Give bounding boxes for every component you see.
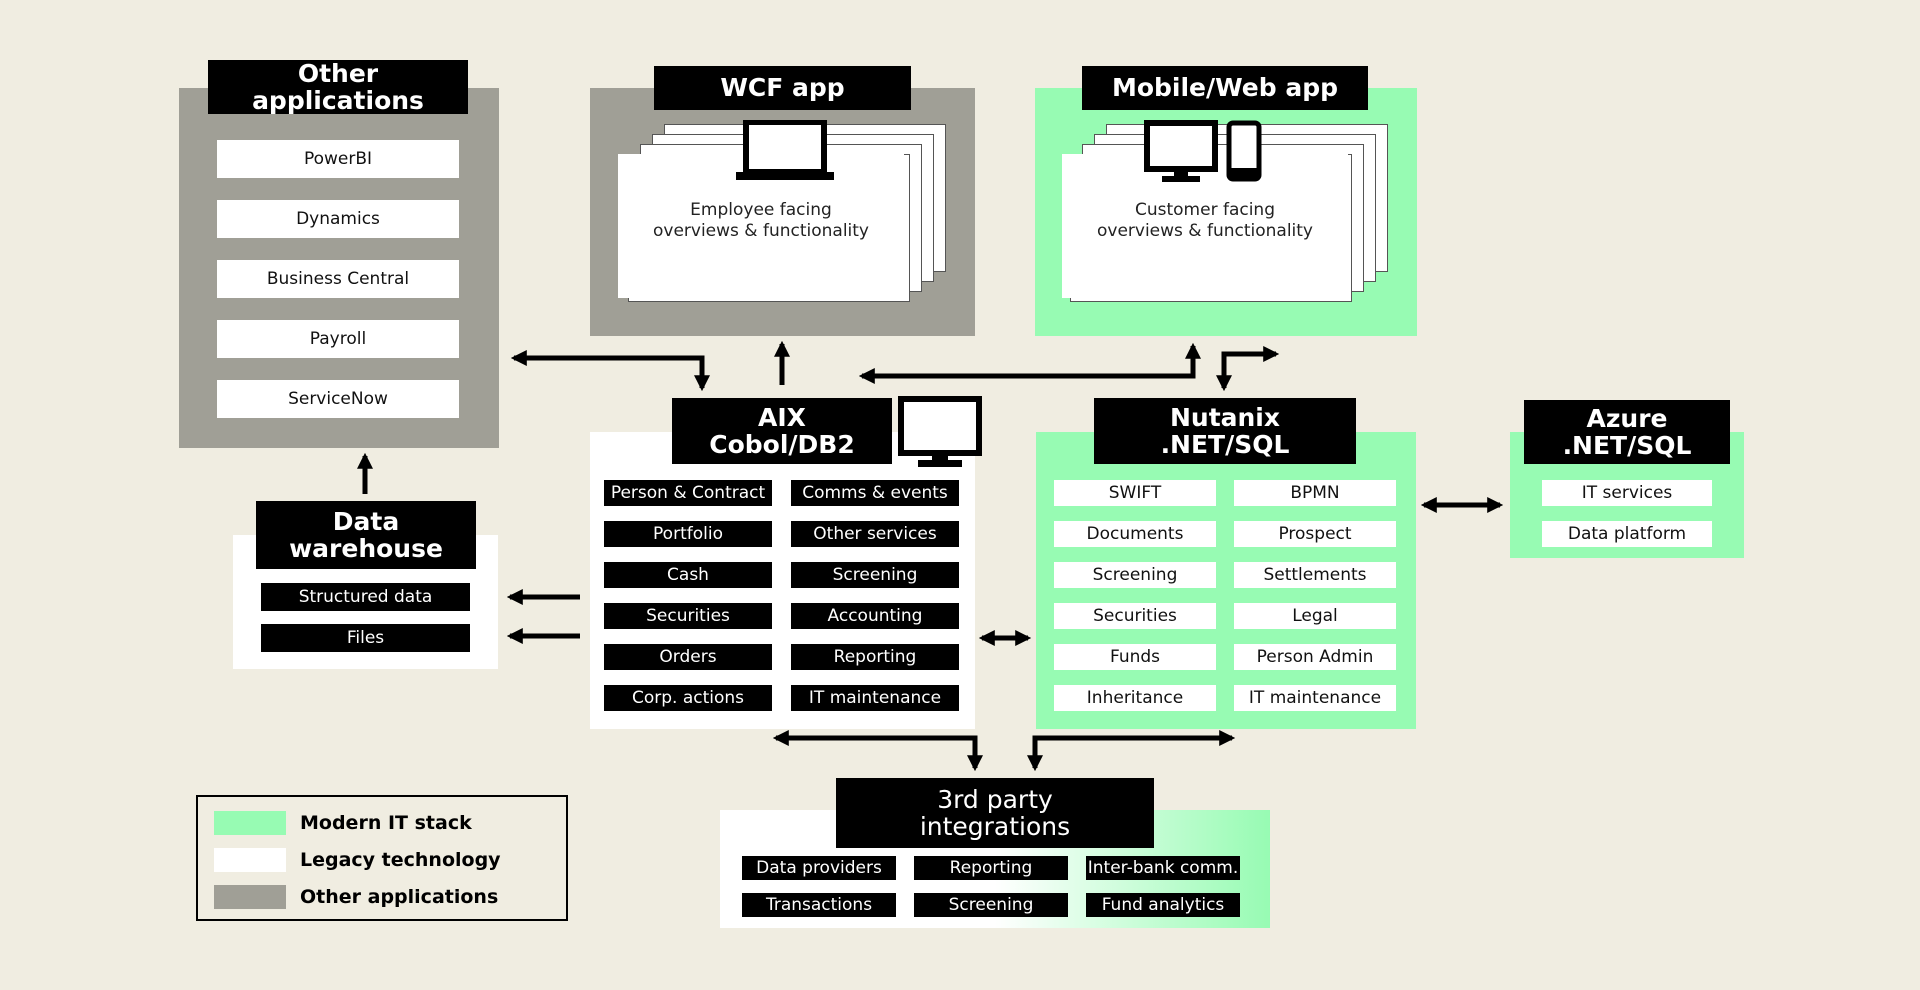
data-warehouse-title: Data warehouse — [256, 501, 476, 569]
smartphone-icon — [1226, 120, 1262, 182]
aix-item-reporting: Reporting — [791, 644, 959, 670]
aix-item-portfolio: Portfolio — [604, 521, 772, 547]
arrow-other-apps-aix — [510, 349, 711, 392]
aix-item-accounting: Accounting — [791, 603, 959, 629]
aix-item-corp-actions: Corp. actions — [604, 685, 772, 711]
nutanix-title: Nutanix .NET/SQL — [1094, 398, 1356, 464]
nutanix-item-person-admin: Person Admin — [1234, 644, 1396, 670]
third-party-item-reporting: Reporting — [914, 856, 1068, 880]
arrow-nutanix-third-party — [1026, 729, 1236, 772]
third-party-item-screening: Screening — [914, 893, 1068, 917]
desktop-monitor-icon — [736, 120, 834, 180]
legend-swatch-modern — [214, 811, 286, 835]
nutanix-item-inheritance: Inheritance — [1054, 685, 1216, 711]
nutanix-item-screening: Screening — [1054, 562, 1216, 588]
arrow-nutanix-mobile — [1215, 345, 1280, 392]
third-party-item-data-providers: Data providers — [742, 856, 896, 880]
third-party-item-fund-analytics: Fund analytics — [1086, 893, 1240, 917]
mobile-sheet-front — [1062, 154, 1348, 298]
legend-swatch-legacy — [214, 848, 286, 872]
wcf-app-title: WCF app — [654, 66, 911, 110]
aix-item-person-contract: Person & Contract — [604, 480, 772, 506]
aix-item-other-services: Other services — [791, 521, 959, 547]
nutanix-item-securities: Securities — [1054, 603, 1216, 629]
azure-title: Azure .NET/SQL — [1524, 400, 1730, 464]
other-app-business-central: Business Central — [217, 260, 459, 298]
nutanix-item-bpmn: BPMN — [1234, 480, 1396, 506]
other-app-dynamics: Dynamics — [217, 200, 459, 238]
third-party-item-transactions: Transactions — [742, 893, 896, 917]
arrow-aix-third-party — [772, 729, 984, 772]
nutanix-item-swift: SWIFT — [1054, 480, 1216, 506]
aix-item-cash: Cash — [604, 562, 772, 588]
azure-item-it-services: IT services — [1542, 480, 1712, 506]
mobile-web-app-title: Mobile/Web app — [1082, 66, 1368, 110]
other-app-servicenow: ServiceNow — [217, 380, 459, 418]
other-app-payroll: Payroll — [217, 320, 459, 358]
aix-item-comms-events: Comms & events — [791, 480, 959, 506]
legend-item-modern: Modern IT stack — [214, 811, 472, 835]
legend-label-other: Other applications — [300, 886, 499, 908]
wcf-description: Employee facing overviews & functionalit… — [652, 200, 869, 242]
nutanix-item-it-maintenance: IT maintenance — [1234, 685, 1396, 711]
legend-item-other: Other applications — [214, 885, 498, 909]
arrow-aix-mobile — [858, 342, 1202, 385]
aix-item-orders: Orders — [604, 644, 772, 670]
nutanix-item-documents: Documents — [1054, 521, 1216, 547]
aix-item-screening: Screening — [791, 562, 959, 588]
other-applications-title: Other applications — [208, 59, 468, 114]
mobile-description: Customer facing overviews & functionalit… — [1096, 200, 1313, 242]
desktop-monitor-icon — [1144, 120, 1218, 182]
aix-item-it-maintenance: IT maintenance — [791, 685, 959, 711]
nutanix-item-legal: Legal — [1234, 603, 1396, 629]
warehouse-item-structured-data: Structured data — [261, 583, 470, 611]
nutanix-item-settlements: Settlements — [1234, 562, 1396, 588]
third-party-item-inter-bank-comm: Inter-bank comm. — [1086, 856, 1240, 880]
legend-label-legacy: Legacy technology — [300, 849, 501, 871]
legend-swatch-other — [214, 885, 286, 909]
warehouse-item-files: Files — [261, 624, 470, 652]
other-app-powerbi: PowerBI — [217, 140, 459, 178]
nutanix-item-prospect: Prospect — [1234, 521, 1396, 547]
third-party-title: 3rd party integrations — [836, 778, 1154, 848]
nutanix-item-funds: Funds — [1054, 644, 1216, 670]
legend-item-legacy: Legacy technology — [214, 848, 501, 872]
legend: Modern IT stack Legacy technology Other … — [196, 795, 568, 921]
azure-item-data-platform: Data platform — [1542, 521, 1712, 547]
aix-item-securities: Securities — [604, 603, 772, 629]
legend-label-modern: Modern IT stack — [300, 812, 472, 834]
aix-title: AIX Cobol/DB2 — [672, 398, 892, 464]
mainframe-monitor-icon — [898, 396, 982, 467]
